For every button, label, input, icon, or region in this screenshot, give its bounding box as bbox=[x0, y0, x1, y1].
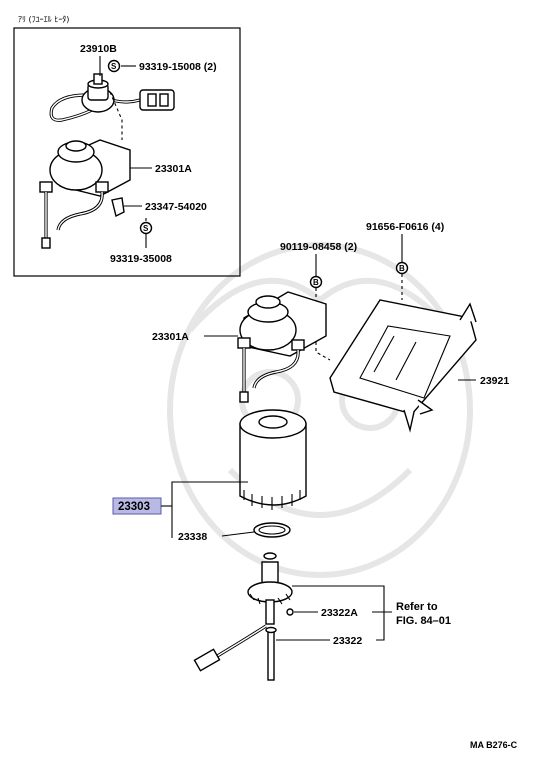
bolt-symbol-icon bbox=[395, 261, 409, 275]
inset-label-sensor: 23910B bbox=[80, 43, 117, 55]
label-bolt-right: 91656-F0616 (4) bbox=[366, 221, 444, 233]
gasket-drawing bbox=[253, 522, 291, 538]
bracket-drawing bbox=[329, 299, 477, 433]
inset-label-screw-bottom: 93319-35008 bbox=[110, 253, 172, 265]
label-housing: 23301A bbox=[152, 331, 189, 343]
inset-label-clamp: 23347-54020 bbox=[145, 201, 207, 213]
bolt-right-symbol: B bbox=[399, 264, 405, 273]
bolt-left-symbol: B bbox=[313, 278, 319, 287]
label-plug: 23322 bbox=[333, 635, 362, 647]
label-refer-line2[interactable]: FIG. 84–01 bbox=[396, 615, 451, 627]
sensor-oring-drawing bbox=[286, 608, 294, 616]
label-sensor-part: 23322A bbox=[321, 607, 358, 619]
inset-panel bbox=[13, 27, 241, 277]
label-bolt-left: 90119-08458 (2) bbox=[280, 241, 357, 253]
label-refer-line1: Refer to bbox=[396, 601, 438, 613]
inset-label-housing: 23301A bbox=[155, 163, 192, 175]
filter-drawing bbox=[239, 409, 307, 510]
inset-sensor-drawing bbox=[49, 73, 175, 122]
inset-label-screw-top: 93319-15008 (2) bbox=[139, 61, 217, 73]
inset-housing-drawing bbox=[39, 139, 131, 249]
screw-symbol-icon bbox=[107, 59, 121, 73]
label-filter[interactable]: 23303 bbox=[118, 501, 150, 513]
filter-bracket-line bbox=[171, 481, 248, 538]
label-bracket: 23921 bbox=[480, 375, 509, 387]
housing-drawing bbox=[237, 291, 327, 403]
inset-header: ｱﾘ (ﾌﾕｰｴﾙ ﾋｰﾀ) bbox=[18, 15, 69, 24]
inset-clamp-drawing bbox=[111, 197, 125, 218]
sensor-drawing bbox=[193, 552, 293, 681]
inset-dash-1 bbox=[109, 91, 123, 140]
screw-symbol-icon bbox=[139, 221, 153, 235]
figure-code: MA B276-C bbox=[470, 740, 518, 750]
refer-bracket-line bbox=[292, 585, 385, 641]
label-gasket: 23338 bbox=[178, 531, 207, 543]
bolt-symbol-icon bbox=[309, 275, 323, 289]
inset-screw-top-symbol: S bbox=[111, 62, 117, 71]
inset-screw-bottom-symbol: S bbox=[143, 224, 149, 233]
